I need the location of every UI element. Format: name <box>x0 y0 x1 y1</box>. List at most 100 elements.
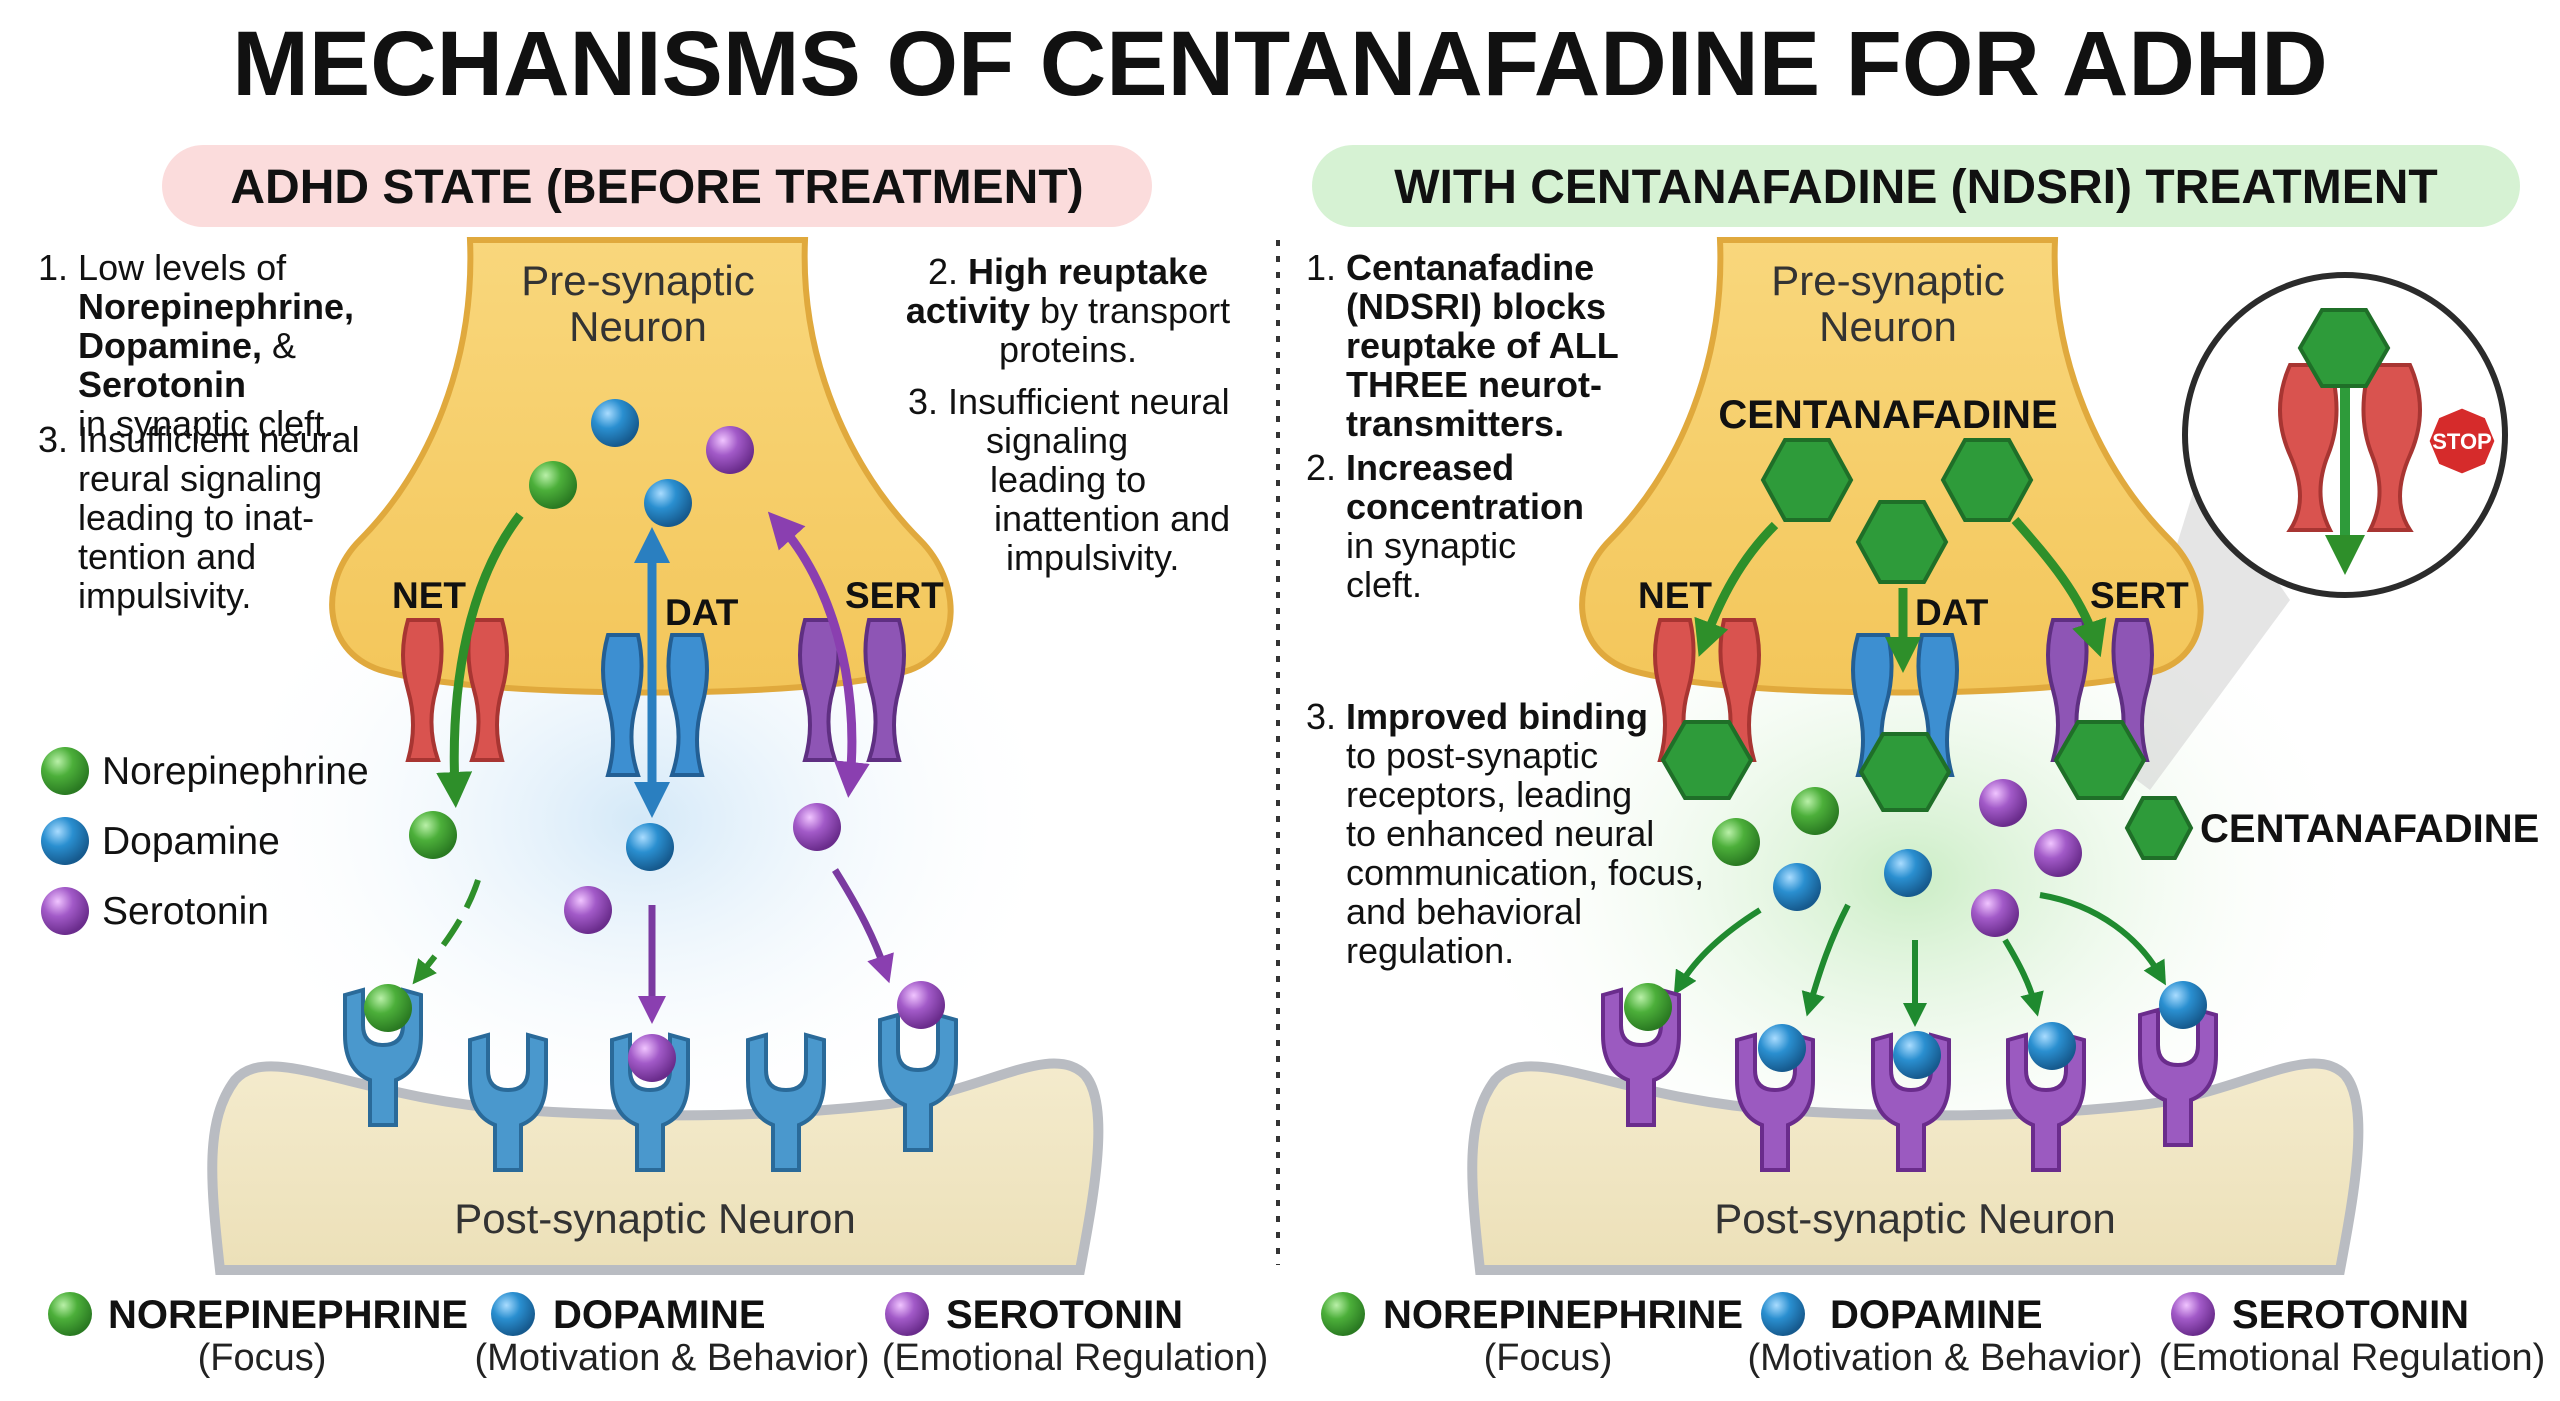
left-note-2: 2. High reuptake activity by transport p… <box>905 251 1231 370</box>
release-arrow <box>2002 938 2044 1017</box>
centanafadine-molecule <box>1855 500 1949 584</box>
norepinephrine-molecule <box>1624 983 1672 1031</box>
release-arrow <box>1801 903 1851 1017</box>
left-ne-arrow <box>412 879 481 985</box>
right-receptors <box>1601 987 2218 1172</box>
serotonin-molecule <box>706 426 754 474</box>
centanafadine-molecule <box>2124 796 2194 860</box>
norepinephrine-molecule <box>1791 787 1839 835</box>
footer-norepinephrine-dot <box>1321 1292 1365 1336</box>
serotonin-molecule <box>1971 889 2019 937</box>
serotonin-molecule <box>564 886 612 934</box>
left-banner-text: ADHD STATE (BEFORE TREATMENT) <box>230 161 1083 214</box>
release-arrow <box>1673 907 1762 996</box>
serotonin-molecule <box>793 803 841 851</box>
footer-da-name: DOPAMINE <box>553 1293 766 1337</box>
footer-serotonin-dot <box>885 1292 929 1336</box>
centanafadine-molecule <box>1660 720 1754 800</box>
right-banner-text: WITH CENTANAFADINE (NDSRI) TREATMENT <box>1394 161 2437 214</box>
left-receptors <box>343 987 958 1172</box>
dopamine-molecule <box>1758 1024 1806 1072</box>
centanafadine-molecule <box>1940 438 2034 522</box>
footer-ne-sub: (Focus) <box>1484 1337 1613 1379</box>
right-note-2: 2. Increased concentration in synaptic c… <box>1306 447 1585 605</box>
dopamine-molecule <box>644 479 692 527</box>
page-title: MECHANISMS OF CENTANAFADINE FOR ADHD <box>232 13 2328 115</box>
centanafadine-hexagons <box>1660 438 2194 860</box>
left-note-1: 1. Low levels of Norepinephrine, Dopamin… <box>38 247 355 444</box>
legend-norepinephrine-dot <box>41 747 89 795</box>
norepinephrine-molecule <box>409 811 457 859</box>
release-arrow <box>2039 892 2166 986</box>
left-post-label: Post-synaptic Neuron <box>454 1195 856 1242</box>
legend-serotonin-label: Serotonin <box>102 890 269 933</box>
left-5ht-arrow <box>832 868 894 984</box>
left-dat-label: DAT <box>665 592 739 633</box>
right-dat-label: DAT <box>1915 592 1989 633</box>
serotonin-molecule <box>1979 779 2027 827</box>
right-sert-label: SERT <box>2090 575 2189 616</box>
left-pre-label-1: Pre-synaptic <box>521 257 754 304</box>
left-note-3b: 3. Insufficient neural signaling leading… <box>908 381 1231 578</box>
footer-serotonin-dot <box>2171 1292 2215 1336</box>
right-banner <box>1312 145 2520 227</box>
footer-5ht-sub: (Emotional Regulation) <box>882 1337 1269 1379</box>
centanafadine-molecule <box>1760 438 1854 522</box>
serotonin-molecule <box>2034 829 2082 877</box>
dopamine-molecule <box>2028 1022 2076 1070</box>
magnified-transporter <box>2278 363 2422 532</box>
right-post-label: Post-synaptic Neuron <box>1714 1195 2116 1242</box>
footer-da-sub: (Motivation & Behavior) <box>475 1337 870 1379</box>
drug-to-net-arrow <box>1694 521 1779 657</box>
right-pre-label-1: Pre-synaptic <box>1771 257 2004 304</box>
footer-5ht-name: SEROTONIN <box>2232 1293 2469 1337</box>
right-drug-label-side: CENTANAFADINE <box>2200 807 2539 851</box>
dopamine-molecule <box>1893 1031 1941 1079</box>
footer-da-name: DOPAMINE <box>1830 1293 2043 1337</box>
footer-ne-name: NOREPINEPHRINE <box>108 1293 468 1337</box>
centanafadine-molecule <box>1858 732 1952 812</box>
footer-ne-sub: (Focus) <box>198 1337 327 1379</box>
dopamine-molecule <box>591 399 639 447</box>
footer-dopamine-dot <box>491 1292 535 1336</box>
left-banner <box>162 145 1152 227</box>
left-sert-arrow <box>767 511 870 798</box>
footer-5ht-name: SEROTONIN <box>946 1293 1183 1337</box>
dopamine-molecule <box>1773 863 1821 911</box>
legend-dopamine-dot <box>41 817 89 865</box>
footer-norepinephrine-dot <box>48 1292 92 1336</box>
right-pre-label-2: Neuron <box>1819 303 1957 350</box>
left-panel: ADHD STATE (BEFORE TREATMENT) Pre-synapt… <box>41 145 1152 1275</box>
left-net-label: NET <box>392 575 466 616</box>
norepinephrine-molecule <box>1712 818 1760 866</box>
right-drug-label: CENTANAFADINE <box>1718 393 2057 437</box>
centanafadine-molecule <box>2297 308 2391 388</box>
norepinephrine-molecule <box>364 984 412 1032</box>
footer-ne-name: NOREPINEPHRINE <box>1383 1293 1743 1337</box>
left-sert-label: SERT <box>845 575 944 616</box>
left-pre-label-2: Neuron <box>569 303 707 350</box>
legend-norepinephrine-label: Norepinephrine <box>102 750 369 793</box>
dopamine-molecule <box>2159 981 2207 1029</box>
drug-to-sert-arrow <box>2011 517 2107 658</box>
right-net-label: NET <box>1638 575 1712 616</box>
right-note-1: 1. Centanafadine (NDSRI) blocks reuptake… <box>1306 247 1619 444</box>
right-note-3: 3. Improved binding to post-synaptic rec… <box>1306 696 1705 971</box>
footer-5ht-sub: (Emotional Regulation) <box>2159 1337 2546 1379</box>
serotonin-molecule <box>897 981 945 1029</box>
footer-legend-right: NOREPINEPHRINE (Focus) DOPAMINE (Motivat… <box>1321 1292 2545 1379</box>
footer-legend-left: NOREPINEPHRINE (Focus) DOPAMINE (Motivat… <box>48 1292 1268 1379</box>
dopamine-molecule <box>1884 849 1932 897</box>
stop-sign-icon: STOP <box>2426 405 2498 477</box>
norepinephrine-molecule <box>529 461 577 509</box>
footer-da-sub: (Motivation & Behavior) <box>1748 1337 2143 1379</box>
serotonin-molecule <box>628 1034 676 1082</box>
right-panel: WITH CENTANAFADINE (NDSRI) TREATMENT Pre… <box>1312 145 2539 1275</box>
footer-dopamine-dot <box>1761 1292 1805 1336</box>
centanafadine-molecule <box>2053 720 2147 800</box>
left-net-transporter <box>401 618 509 762</box>
svg-text:STOP: STOP <box>2432 429 2492 454</box>
dopamine-molecule <box>626 823 674 871</box>
